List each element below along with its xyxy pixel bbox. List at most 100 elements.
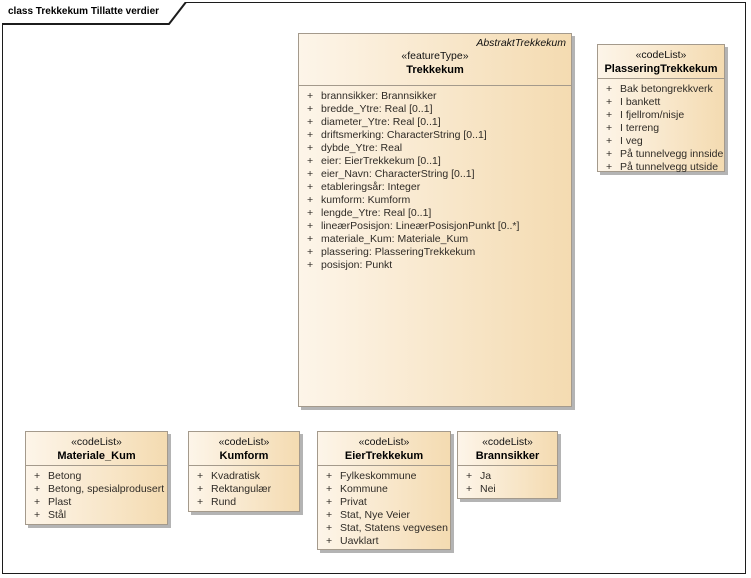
- visibility-marker: +: [307, 246, 314, 258]
- attribute-row: + etableringsår: Integer: [299, 181, 571, 194]
- attribute-row: + Fylkeskommune: [318, 470, 450, 483]
- class-header: «codeList» Materiale_Kum: [26, 432, 167, 466]
- visibility-marker: +: [606, 148, 613, 160]
- visibility-marker: +: [197, 496, 204, 508]
- attribute-row: + Betong, spesialprodusert: [26, 483, 167, 496]
- class-header: «codeList» EierTrekkekum: [318, 432, 450, 466]
- codelist-box-materiale-kum[interactable]: «codeList» Materiale_Kum +Betong+Betong,…: [25, 431, 168, 525]
- visibility-marker: +: [326, 470, 333, 482]
- codelist-values: + Ja+Nei: [458, 466, 557, 496]
- codelist-values: +Betong+Betong, spesialprodusert+Plast+S…: [26, 466, 167, 522]
- attribute-text: eier: EierTrekkekum [0..1]: [321, 155, 441, 167]
- attribute-row: + Kommune: [318, 483, 450, 496]
- attribute-row: + plassering: PlasseringTrekkekum: [299, 246, 571, 259]
- visibility-marker: +: [307, 103, 314, 115]
- codelist-box-eiertrekkekum[interactable]: «codeList» EierTrekkekum +Fylkeskommune+…: [317, 431, 451, 550]
- attribute-text: bredde_Ytre: Real [0..1]: [321, 103, 433, 115]
- codelist-values: + Fylkeskommune + Kommune + Privat + Stat, Nye …: [318, 466, 450, 548]
- attribute-row: +Bak betongrekkverk: [598, 83, 724, 96]
- visibility-marker: +: [466, 483, 473, 495]
- attribute-row: +På tunnelvegg innside: [598, 148, 724, 161]
- stereotype-label: «featureType»: [401, 50, 469, 62]
- attribute-row: +I veg: [598, 135, 724, 148]
- attribute-row: + brannsikker: Brannsikker: [299, 90, 571, 103]
- attribute-row: +Rektangulær: [189, 483, 299, 496]
- attribute-text: materiale_Kum: Materiale_Kum: [321, 233, 469, 245]
- attribute-text: posisjon: Punkt: [321, 259, 393, 271]
- visibility-marker: +: [34, 483, 41, 495]
- attribute-row: +Rund: [189, 496, 299, 509]
- stereotype-label: «codeList»: [635, 49, 687, 61]
- visibility-marker: +: [466, 470, 473, 482]
- attribute-row: + Privat: [318, 496, 450, 509]
- visibility-marker: +: [606, 96, 613, 108]
- visibility-marker: +: [307, 142, 314, 154]
- attribute-text: I bankett: [620, 96, 661, 108]
- visibility-marker: +: [307, 181, 314, 193]
- attribute-text: eier_Navn: CharacterString [0..1]: [321, 168, 475, 180]
- visibility-marker: +: [606, 83, 613, 95]
- visibility-marker: +: [307, 90, 314, 102]
- visibility-marker: +: [34, 509, 41, 521]
- codelist-box-plasseringtrekkekum[interactable]: «codeList» PlasseringTrekkekum +Bak beto…: [597, 44, 725, 173]
- attribute-row: + bredde_Ytre: Real [0..1]: [299, 103, 571, 116]
- attribute-row: +diameter_Ytre: Real [0..1]: [299, 116, 571, 129]
- attribute-row: + lineærPosisjon: LineærPosisjonPunkt [0.…: [299, 220, 571, 233]
- visibility-marker: +: [307, 233, 314, 245]
- attribute-row: +Betong: [26, 470, 167, 483]
- attribute-row: + eier_Navn: CharacterString [0..1]: [299, 168, 571, 181]
- class-name: EierTrekkekum: [344, 450, 424, 462]
- visibility-marker: +: [34, 496, 41, 508]
- attribute-text: Kommune: [340, 483, 388, 495]
- visibility-marker: +: [307, 155, 314, 167]
- visibility-marker: +: [326, 535, 333, 547]
- attribute-row: +Nei: [458, 483, 557, 496]
- attribute-text: brannsikker: Brannsikker: [321, 90, 437, 102]
- codelist-box-brannsikker[interactable]: «codeList» Brannsikker +Ja+Nei: [457, 431, 558, 499]
- attribute-text: Privat: [340, 496, 367, 508]
- stereotype-label: «codeList»: [358, 436, 410, 448]
- visibility-marker: +: [326, 509, 333, 521]
- attribute-text: dybde_Ytre: Real: [321, 142, 403, 154]
- attribute-text: plassering: PlasseringTrekkekum: [321, 246, 476, 258]
- visibility-marker: +: [34, 470, 41, 482]
- visibility-marker: +: [326, 483, 333, 495]
- class-box-trekkekum[interactable]: AbstraktTrekkekum «featureType» Trekkeku…: [298, 33, 572, 407]
- attribute-row: +Kvadratisk: [189, 470, 299, 483]
- attribute-text: Kvadratisk: [211, 470, 261, 482]
- attribute-text: diameter_Ytre: Real [0..1]: [321, 116, 441, 128]
- codelist-box-kumform[interactable]: «codeList» Kumform +Kvadratisk+Rektangul…: [188, 431, 300, 512]
- attribute-row: +I fjellrom/nisje: [598, 109, 724, 122]
- attribute-text: etableringsår: Integer: [321, 181, 421, 193]
- attribute-row: + eier: EierTrekkekum [0..1]: [299, 155, 571, 168]
- class-header: AbstraktTrekkekum «featureType» Trekkeku…: [299, 34, 571, 86]
- visibility-marker: +: [606, 135, 613, 147]
- attribute-row: +Plast: [26, 496, 167, 509]
- attribute-row: +lengde_Ytre: Real [0..1]: [299, 207, 571, 220]
- class-name: PlasseringTrekkekum: [604, 63, 718, 75]
- attribute-row: +I terreng: [598, 122, 724, 135]
- diagram-title: class Trekkekum Tillatte verdier: [8, 6, 160, 17]
- attribute-text: Fylkeskommune: [340, 470, 417, 482]
- attribute-row: + materiale_Kum: Materiale_Kum: [299, 233, 571, 246]
- attribute-text: lengde_Ytre: Real [0..1]: [321, 207, 432, 219]
- attribute-text: Ja: [480, 470, 492, 482]
- attribute-text: Stat, Nye Veier: [340, 509, 411, 521]
- visibility-marker: +: [606, 161, 613, 173]
- attribute-list: + brannsikker: Brannsikker + bredde_Ytre: R…: [299, 86, 571, 272]
- class-header: «codeList» Kumform: [189, 432, 299, 466]
- visibility-marker: +: [307, 220, 314, 232]
- visibility-marker: +: [326, 496, 333, 508]
- attribute-text: I fjellrom/nisje: [620, 109, 685, 121]
- attribute-row: +posisjon: Punkt: [299, 259, 571, 272]
- attribute-text: Betong, spesialprodusert: [48, 483, 165, 495]
- visibility-marker: +: [307, 168, 314, 180]
- attribute-row: +Stat, Statens vegvesen: [318, 522, 450, 535]
- attribute-row: +Uavklart: [318, 535, 450, 548]
- attribute-text: Stål: [48, 509, 67, 521]
- attribute-text: lineærPosisjon: LineærPosisjonPunkt [0..…: [321, 220, 520, 232]
- visibility-marker: +: [326, 522, 333, 534]
- attribute-row: + Stål: [26, 509, 167, 522]
